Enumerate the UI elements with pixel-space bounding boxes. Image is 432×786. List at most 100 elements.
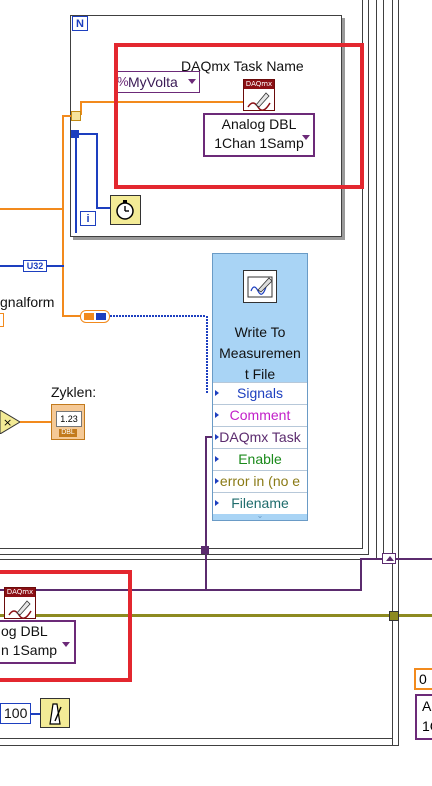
task-wire-top-right <box>360 558 432 560</box>
express-vi-title-line1: Write To <box>234 324 286 340</box>
signalform-label: gnalform <box>0 294 55 310</box>
poly-line2: n 1Samp <box>1 642 58 658</box>
express-vi-title-line3: t File <box>244 366 276 382</box>
zyklen-label: Zyklen: <box>51 384 97 400</box>
daqmx-banner: DAQmx <box>244 80 274 89</box>
orange-wire-to-build <box>62 265 64 315</box>
right-frame-border-2 <box>383 0 384 559</box>
orange-tunnel <box>71 111 81 121</box>
task-name-control[interactable]: % MyVolta <box>114 71 200 93</box>
task-wire-v <box>205 436 207 591</box>
input-label: Comment <box>229 407 291 423</box>
input-comment[interactable]: Comment <box>213 404 307 426</box>
expand-chevron-icon[interactable]: ⌄ <box>256 511 264 520</box>
orange-wire-v-left <box>62 115 64 265</box>
zyklen-indicator[interactable]: 1.23 DBL <box>51 404 85 440</box>
input-filename[interactable]: Filename <box>213 492 307 514</box>
pencil-icon <box>247 92 271 111</box>
convert-to-dynamic-data-node[interactable] <box>80 310 110 323</box>
polymorphic-selector-bottom[interactable]: og DBL n 1Samp <box>0 620 76 664</box>
right-zero-constant[interactable]: 0 <box>414 668 432 690</box>
bottom-frame-border <box>0 559 384 560</box>
input-signals[interactable]: Signals <box>213 382 307 404</box>
input-label: Filename <box>231 495 289 511</box>
iteration-label: i <box>86 213 90 225</box>
for-loop-count-terminal[interactable]: N <box>72 16 88 31</box>
express-vi-icon <box>243 270 277 303</box>
task-prefix: % <box>117 74 129 89</box>
orange-wire-h-top <box>62 115 74 117</box>
right-partial-line1: A <box>422 698 432 714</box>
stopwatch-icon <box>116 200 134 220</box>
blue-wire-to-wait <box>96 207 110 209</box>
task-wire-bottom <box>0 589 362 591</box>
daqmx-banner-bottom: DAQmx <box>5 588 35 597</box>
input-error-in[interactable]: error in (no e <box>213 470 307 492</box>
orange-wire-zyklen <box>20 421 51 423</box>
blue-wire-in-loop <box>75 133 77 233</box>
zyklen-value: 1.23 <box>56 411 82 427</box>
signal-wire-h <box>110 315 208 317</box>
signal-wire-v <box>206 315 208 393</box>
error-wire-tunnel <box>389 611 399 621</box>
orange-wire-to-vi <box>80 101 250 103</box>
file-write-icon <box>247 276 273 298</box>
poly-line2: 1Chan 1Samp <box>214 135 304 151</box>
express-vi-title-line2: Measuremen <box>219 345 301 361</box>
right-partial-line2: 1C <box>422 718 432 734</box>
task-dropdown-arrow[interactable] <box>188 79 196 84</box>
multiply-icon: × <box>0 409 21 435</box>
poly-line1: Analog DBL <box>221 116 297 132</box>
wait-wire <box>30 713 40 715</box>
right-frame-border-4 <box>398 0 399 745</box>
u32-label: U32 <box>26 261 44 271</box>
right-partial-selector[interactable]: A 1C <box>415 694 432 740</box>
orange-wire-h-left <box>0 208 64 210</box>
express-vi-title: Write To Measuremen t File <box>213 322 307 385</box>
bottom-frame-border-3 <box>0 738 393 739</box>
svg-text:×: × <box>3 416 12 429</box>
daqmx-write-vi-top[interactable]: DAQmx <box>243 79 275 111</box>
input-enable[interactable]: Enable <box>213 448 307 470</box>
wait-ms-vi-bottom[interactable] <box>40 698 70 728</box>
task-wire-right <box>360 558 362 591</box>
polymorphic-selector-top[interactable]: Analog DBL 1Chan 1Samp <box>203 113 315 157</box>
highlight-box-bottom <box>0 570 132 682</box>
task-name-label: DAQmx Task Name <box>181 58 304 74</box>
input-label: error in (no e <box>219 473 301 489</box>
wait-constant-100[interactable]: 100 <box>0 703 31 724</box>
task-wire-h <box>205 436 215 438</box>
task-wire-tunnel <box>201 546 209 554</box>
orange-wire-v2 <box>80 101 82 115</box>
chevron-down-icon <box>62 642 70 647</box>
right-zero-value: 0 <box>419 671 427 687</box>
poly-line1: og DBL <box>1 623 48 639</box>
blue-tunnel <box>71 130 79 138</box>
input-daqmx-task[interactable]: DAQmx Task <box>213 426 307 448</box>
error-wire <box>0 614 432 617</box>
chevron-down-icon <box>302 135 310 140</box>
highlight-box-top <box>114 43 364 189</box>
wait-value: 100 <box>4 705 28 721</box>
pencil-icon <box>8 600 32 619</box>
metronome-icon <box>49 703 62 725</box>
wait-ms-vi[interactable] <box>110 195 141 225</box>
right-frame-border-3 <box>392 0 393 745</box>
input-label: Signals <box>237 385 283 401</box>
outer-loop-frame-inner <box>0 0 363 549</box>
daqmx-write-vi-bottom[interactable]: DAQmx <box>4 587 36 619</box>
input-label: DAQmx Task <box>219 429 301 445</box>
orange-wire-h-build <box>62 315 82 317</box>
right-frame-border-1 <box>376 0 377 559</box>
u32-constant[interactable]: U32 <box>23 260 47 272</box>
count-label: N <box>76 18 84 30</box>
zyklen-type: DBL <box>59 429 77 437</box>
bottom-frame-border-2 <box>0 745 399 746</box>
signalform-terminal <box>0 313 4 327</box>
for-loop-iteration-terminal[interactable]: i <box>80 211 96 226</box>
input-label: Enable <box>238 451 282 467</box>
blue-wire-h <box>75 133 97 135</box>
write-to-measurement-file-express-vi[interactable]: Write To Measuremen t File Signals Comme… <box>212 253 308 521</box>
multiply-node[interactable]: × <box>0 409 21 435</box>
shift-register-terminal <box>382 553 396 564</box>
